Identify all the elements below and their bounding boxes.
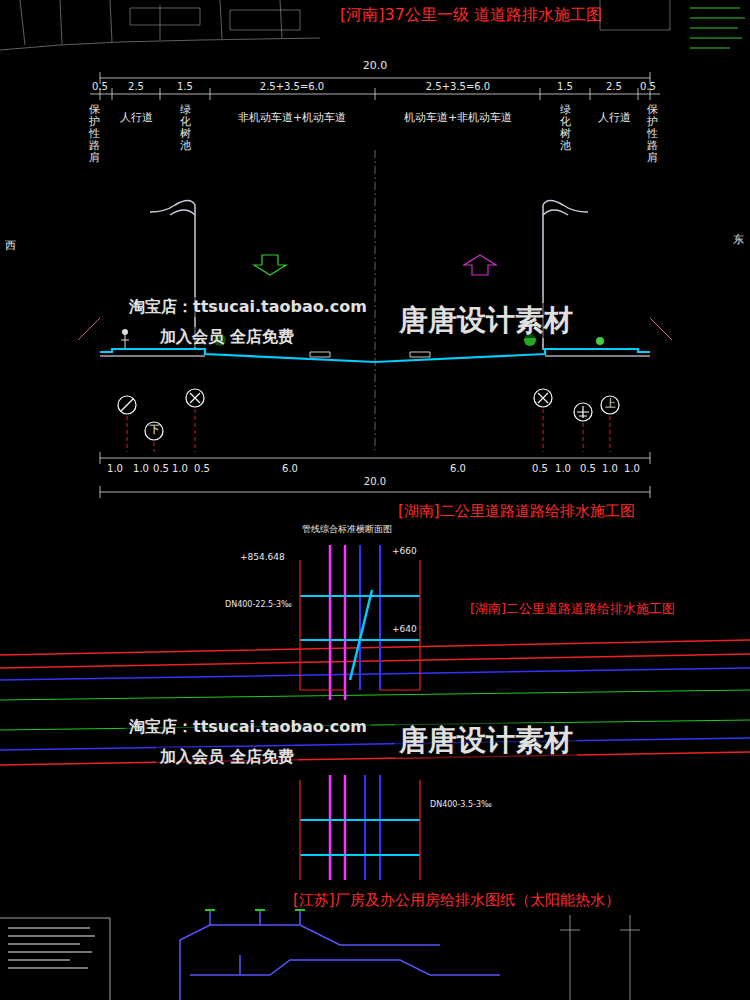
- sheet-title: [湖南]二公里道路道路给排水施工图: [398, 503, 635, 520]
- watermark: 淘宝店：ttsucai.taobao.com: [125, 297, 371, 317]
- road-profile: [78, 318, 672, 362]
- watermark: 淘宝店：ttsucai.taobao.com: [125, 717, 371, 737]
- pipeline-section: [0, 545, 750, 880]
- section-title: 管线综合标准横断面图: [302, 524, 392, 534]
- dimension-value: 1.5: [557, 81, 573, 93]
- direction-arrow: [254, 255, 286, 275]
- lane-name: 人行道: [598, 112, 631, 125]
- dimension-value: 1.0: [555, 463, 571, 475]
- site-plan: [0, 0, 670, 50]
- dimension-value: 0.5: [532, 463, 548, 475]
- lane-name: 绿化树池: [180, 104, 191, 152]
- dimension-value: 2.5+3.5=6.0: [426, 81, 490, 93]
- dimension-value: 1.0: [172, 463, 188, 475]
- dimension-value: 1.0: [107, 463, 123, 475]
- direction-arrow: [464, 255, 496, 275]
- plumbing-drawing: [0, 910, 640, 1000]
- dimension-value: 1.0: [133, 463, 149, 475]
- watermark: 唐唐设计素材: [395, 303, 577, 338]
- dimension-value: 1.0: [624, 463, 640, 475]
- dimension-value: 6.0: [282, 463, 298, 475]
- direction-label: 西: [5, 240, 16, 253]
- elevation: +854.648: [240, 552, 285, 562]
- lane-name: 绿化树池: [560, 104, 571, 152]
- legend-marks: [690, 8, 745, 48]
- sheet-title: [湖南]二公里道路道路给排水施工图: [470, 602, 675, 617]
- street-lamps: [150, 201, 588, 351]
- dimension-value: 0.5: [640, 81, 656, 93]
- watermark: 加入会员 全店免费: [156, 747, 298, 767]
- direction-label: 东: [733, 234, 744, 247]
- drawing-title: [河南]37公里一级 道道路排水施工图: [340, 6, 602, 24]
- lane-name: 非机动车道+机动车道: [238, 112, 346, 125]
- lane-name: 保护性路肩: [89, 104, 100, 164]
- sheet-title: [江苏]厂房及办公用房给排水图纸（太阳能热水）: [293, 892, 620, 909]
- dimension-value: 1.0: [602, 463, 618, 475]
- bottom-dimension: [100, 452, 650, 498]
- dimension-value: 20.0: [363, 60, 388, 73]
- dimension-value: 20.0: [364, 476, 386, 488]
- lane-name: 保护性路肩: [647, 104, 658, 164]
- watermark: 唐唐设计素材: [395, 723, 577, 758]
- pipe-spec: DN400-3.5-3‰: [430, 800, 492, 809]
- dimension-value: 2.5: [606, 81, 622, 93]
- dimension-value: 0.5: [194, 463, 210, 475]
- dimension-value: 1.5: [177, 81, 193, 93]
- pipe-spec: DN400-22.5-3‰: [225, 600, 292, 609]
- pipe-symbol-label: 下: [149, 424, 160, 437]
- dimension-value: 2.5+3.5=6.0: [260, 81, 324, 93]
- watermark: 加入会员 全店免费: [156, 327, 298, 347]
- pipe-leaders: [127, 409, 610, 452]
- pipe-symbols: [118, 389, 619, 440]
- dimension-value: 0.5: [580, 463, 596, 475]
- elevation: +640: [392, 624, 417, 634]
- pipe-symbol-label: 上: [605, 398, 616, 411]
- dimension-value: 6.0: [450, 463, 466, 475]
- dimension-value: 0.5: [92, 81, 108, 93]
- lane-name: 机动车道+非机动车道: [404, 112, 512, 125]
- dimension-value: 0.5: [153, 463, 169, 475]
- dimension-value: 2.5: [128, 81, 144, 93]
- lane-name: 人行道: [120, 112, 153, 125]
- top-dimension: [90, 72, 660, 100]
- center-line: [375, 150, 376, 450]
- elevation: +660: [392, 546, 417, 556]
